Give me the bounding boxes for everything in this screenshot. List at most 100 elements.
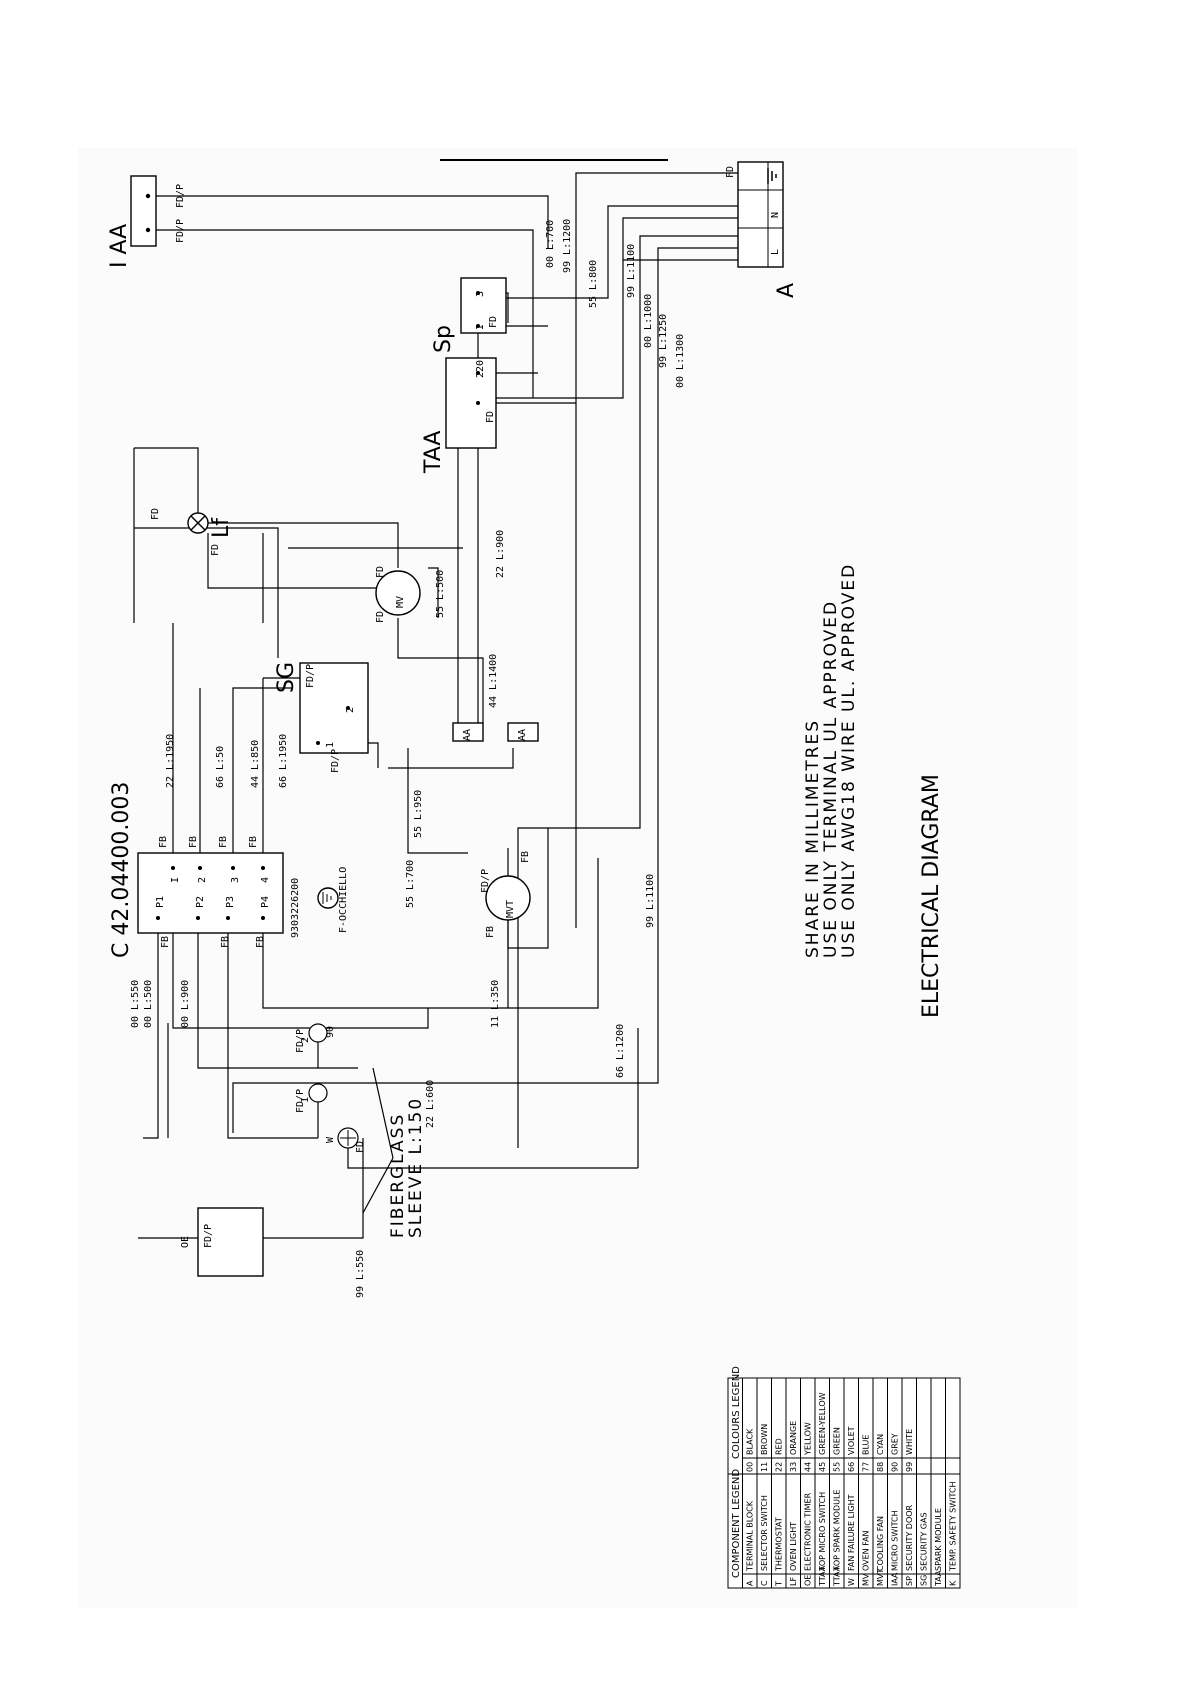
colour-legend-code: 55 (833, 1462, 842, 1472)
term-fb-c1: FB (158, 836, 169, 848)
label-mvt: MVT (505, 900, 516, 918)
component-legend-code: TAA (934, 1570, 943, 1587)
colour-legend-code: 99 (905, 1462, 914, 1472)
component-legend-name: MICRO SWITCH (891, 1510, 900, 1571)
note-line-3: USE ONLY AWG18 WIRE UL. APPROVED (839, 563, 859, 958)
label-iaa: I AA (107, 224, 132, 268)
colour-legend-code: 33 (789, 1462, 798, 1472)
component-legend-name: COOLING FAN (876, 1516, 885, 1571)
label-lf: Lf (209, 517, 234, 538)
aa-terminal-2 (507, 722, 539, 742)
wire-66-50: 66 L:50 (215, 746, 226, 788)
wire-99-550: 99 L:550 (355, 1250, 366, 1298)
component-legend-code: K (949, 1580, 958, 1586)
label-sp: Sp (431, 325, 456, 353)
label-c-p2: P2 (195, 896, 206, 908)
label-a-n: N (770, 212, 781, 218)
wire-00-550: 00 L:550 (130, 980, 141, 1028)
colour-legend-name: GREY (891, 1433, 900, 1455)
wire-22-900: 22 L:900 (495, 530, 506, 578)
fiberglass-pointer-2 (372, 1067, 394, 1159)
legend-cell (930, 1457, 946, 1475)
term-fb-p1: FB (160, 936, 171, 948)
terminal-block-a (737, 161, 784, 268)
colour-legend-code: 77 (862, 1462, 871, 1472)
note-line-2: USE ONLY TERMINAL UL APPROVED (821, 600, 841, 958)
colour-legend-name: RED (775, 1438, 784, 1455)
label-aa2: AA (517, 729, 528, 741)
wire-55-700: 55 L:700 (405, 860, 416, 908)
component-legend-code: SP (905, 1576, 914, 1586)
label-c-pin4: 4 (260, 877, 271, 883)
label-c-code: 9303226200 (290, 878, 301, 938)
label-mv: MV (395, 596, 406, 608)
wire-00-700: 00 L:700 (545, 220, 556, 268)
term-fb-p3: FB (220, 936, 231, 948)
label-c-pin1: I (170, 877, 181, 883)
sg-security-gas (299, 662, 369, 754)
label-micro1: 1 (300, 1097, 311, 1103)
legend-cell (930, 1377, 946, 1459)
label-a-l: L (770, 249, 781, 255)
component-legend-name: OVEN LIGHT (789, 1522, 798, 1571)
label-c-pin3: 3 (230, 877, 241, 883)
colour-legend-name: ORANGE (789, 1421, 798, 1455)
k-safety-switch-2 (308, 1023, 328, 1043)
component-legend-name: SELECTOR SWITCH (760, 1495, 769, 1571)
colour-legend-code: 11 (760, 1462, 769, 1472)
term-fdp-oe: FD/P (203, 1224, 214, 1248)
colour-legend-code: 90 (891, 1462, 900, 1472)
colour-legend-name: GREEN-YELLOW (818, 1392, 827, 1455)
legend-cell (945, 1377, 961, 1459)
label-sg-pin1: 1 (325, 742, 336, 748)
label-occhiello: F-OCCHIELLO (338, 867, 349, 933)
wire-66-1200: 66 L:1200 (615, 1024, 626, 1078)
label-fiberglass: FIBERGLASS (388, 1113, 408, 1238)
term-fdp-k2: FD/P (295, 1029, 306, 1053)
wire-66-1950: 66 L:1950 (278, 734, 289, 788)
wire-99-1100-b: 99 L:1100 (645, 874, 656, 928)
term-fb-c2: FB (188, 836, 199, 848)
term-fb-c3: FB (218, 836, 229, 848)
component-legend-code: IAA (891, 1572, 900, 1586)
label-taa-220: 220 (475, 360, 486, 378)
colour-legend-code: 45 (818, 1462, 827, 1472)
colour-legend-name: VIOLET (847, 1426, 856, 1455)
colour-legend-code: 22 (775, 1462, 784, 1472)
aa-terminal-1 (452, 722, 484, 742)
wire-44-1400: 44 L:1400 (488, 654, 499, 708)
component-legend-name: FAN FAILURE LIGHT (847, 1494, 856, 1571)
wire-44-850: 44 L:850 (250, 740, 261, 788)
label-c-p4: P4 (260, 896, 271, 908)
legend-cell (916, 1457, 932, 1475)
iaa-micro-switch (130, 175, 157, 247)
colour-legend-name: CYAN (876, 1434, 885, 1455)
note-line-1: SHARE IN MILLIMETRES (803, 719, 823, 958)
legend-cell (916, 1377, 932, 1459)
label-c-p3: P3 (225, 896, 236, 908)
component-legend-name: SECURITY GAS (920, 1512, 929, 1571)
label-aa1: AA (462, 729, 473, 741)
component-legend-code: MVT (876, 1569, 885, 1586)
term-fdp-iaa1: FD/P (175, 184, 186, 208)
mvt-cooling-fan (485, 875, 531, 921)
wire-99-1250: 99 L:1250 (658, 314, 669, 368)
label-taa: TAA (421, 431, 446, 474)
term-fd-mv1: FD (375, 566, 386, 578)
term-fb-mvt2: FB (520, 851, 531, 863)
label-sp-pin1: I (475, 324, 486, 330)
wire-00-900: 00 L:900 (180, 980, 191, 1028)
term-fb-p4: FB (255, 936, 266, 948)
colour-legend-name: BLACK (746, 1428, 755, 1455)
wire-55-950: 55 L:950 (413, 790, 424, 838)
component-legend-name: SECURITY DOOR (905, 1504, 914, 1571)
component-legend-name: TERMINAL BLOCK (746, 1500, 755, 1572)
component-legend-code: LF (789, 1577, 798, 1586)
label-oe: OE (180, 1236, 191, 1248)
wire-00-1000: 00 L:1000 (643, 294, 654, 348)
component-legend-name: OVEN FAN (862, 1530, 871, 1571)
colour-legend-code: 88 (876, 1462, 885, 1472)
taa-spark-module (445, 357, 497, 449)
